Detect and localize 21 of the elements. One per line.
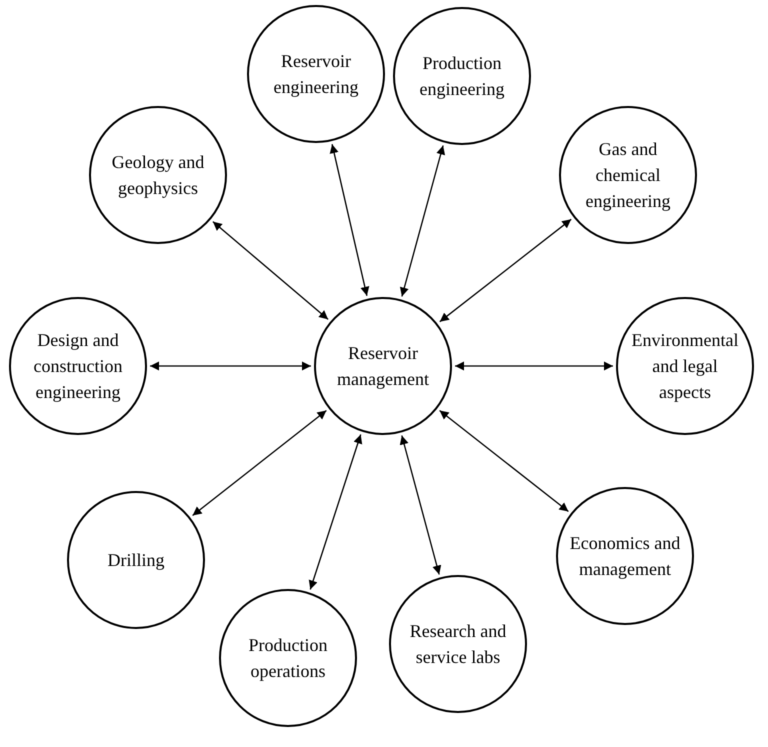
double-arrow — [212, 221, 329, 320]
node-label: Production operations — [248, 634, 328, 683]
double-arrow — [400, 145, 446, 297]
double-arrow — [192, 410, 327, 516]
node-label: Reservoir engineering — [272, 50, 360, 99]
node-label: Environmental and legal aspects — [630, 328, 740, 404]
double-arrow — [330, 144, 370, 296]
node-label: Reservoir management — [336, 342, 430, 391]
node-label: Research and service labs — [408, 620, 508, 669]
double-arrow — [439, 410, 569, 512]
double-arrow — [150, 362, 311, 370]
double-arrow — [455, 362, 613, 370]
node-label: Drilling — [108, 548, 164, 572]
node-label: Geology and geophysics — [110, 150, 206, 200]
double-arrow — [439, 218, 572, 322]
node-label: Production engineering — [418, 52, 506, 101]
double-arrow — [308, 434, 362, 590]
double-arrow — [400, 435, 442, 575]
node-label: Gas and chemical engineering — [584, 138, 672, 214]
node-label: Economics and management — [568, 532, 682, 581]
node-label: Design and construction engineering — [32, 328, 124, 404]
